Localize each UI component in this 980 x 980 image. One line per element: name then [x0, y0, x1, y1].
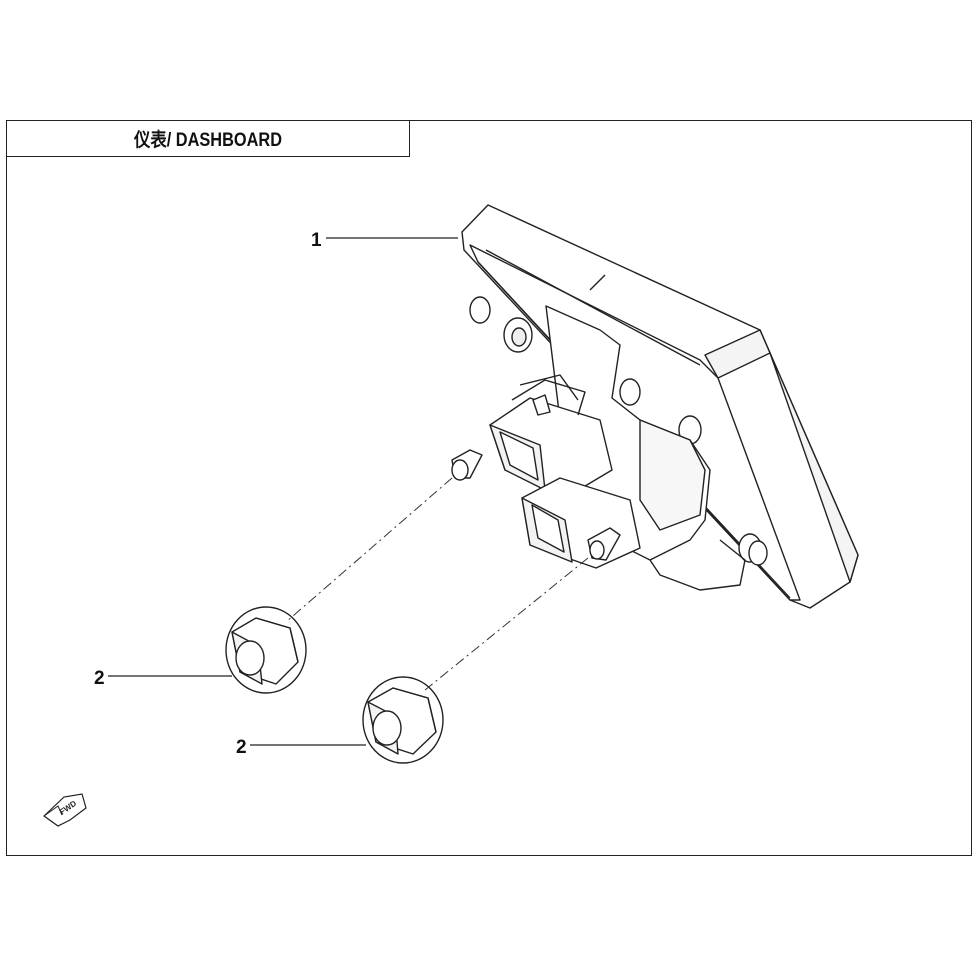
- callout-2-left: 2: [94, 668, 105, 689]
- flange-nut-left: [225, 606, 307, 694]
- title-box: 仪表/ DASHBOARD: [6, 120, 410, 157]
- drawing-frame: [6, 120, 972, 856]
- page-title: 仪表/ DASHBOARD: [134, 130, 282, 151]
- callout-1: 1: [311, 230, 322, 251]
- mounting-boss: [469, 296, 768, 566]
- flange-nut-right: [362, 676, 444, 764]
- callout-2-right: 2: [236, 737, 247, 758]
- fwd-arrow-icon: FWD: [43, 793, 87, 827]
- mounting-stud: [451, 449, 621, 561]
- leader-lines: [108, 237, 458, 746]
- assembly-lines: [285, 477, 589, 691]
- dashboard-housing: [451, 204, 859, 609]
